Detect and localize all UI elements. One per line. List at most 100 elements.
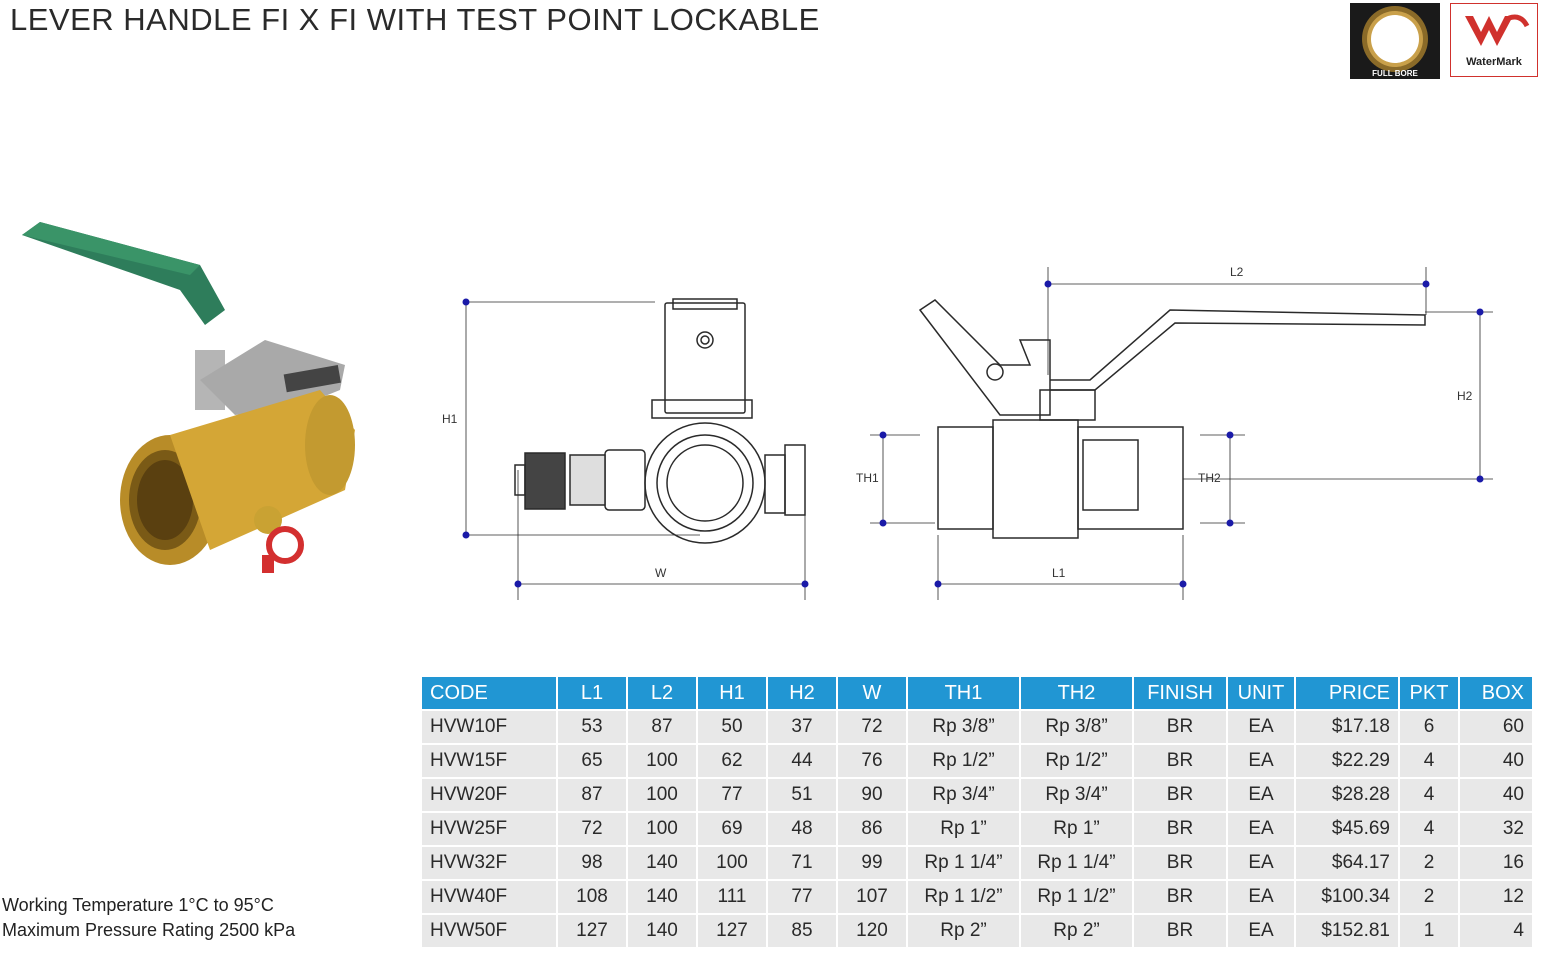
table-row: HVW50F 127 140 127 85 120 Rp 2” Rp 2” BR… (422, 915, 1532, 949)
col-header-th2: TH2 (1021, 677, 1132, 711)
working-temperature: Working Temperature 1°C to 95°C (2, 895, 274, 915)
cell-th1: Rp 1/2” (908, 745, 1019, 779)
cell-l2: 140 (628, 915, 696, 949)
dim-label-h1: H1 (442, 412, 458, 426)
cell-h1: 50 (698, 711, 766, 745)
full-bore-label: FULL BORE (1372, 69, 1418, 78)
cell-pkt: 4 (1400, 745, 1458, 779)
cell-l2: 100 (628, 745, 696, 779)
cell-box: 4 (1460, 915, 1532, 949)
dim-label-l2: L2 (1230, 265, 1244, 279)
page-title: LEVER HANDLE FI X FI WITH TEST POINT LOC… (10, 2, 820, 37)
cell-pkt: 4 (1400, 779, 1458, 813)
cell-pkt: 4 (1400, 813, 1458, 847)
cell-th1: Rp 1 1/2” (908, 881, 1019, 915)
col-header-price: PRICE (1296, 677, 1398, 711)
cell-finish: BR (1134, 813, 1226, 847)
cell-l1: 53 (558, 711, 626, 745)
cell-finish: BR (1134, 745, 1226, 779)
cell-box: 40 (1460, 745, 1532, 779)
watermark-logo: WaterMark (1450, 3, 1538, 77)
table-header-row: CODE L1 L2 H1 H2 W TH1 TH2 FINISH UNIT P… (422, 677, 1532, 711)
cell-l2: 100 (628, 813, 696, 847)
cell-box: 40 (1460, 779, 1532, 813)
dim-label-h2: H2 (1457, 389, 1473, 403)
cell-l1: 98 (558, 847, 626, 881)
cell-code: HVW40F (422, 881, 556, 915)
cell-h2: 71 (768, 847, 836, 881)
cell-price: $28.28 (1296, 779, 1398, 813)
cell-code: HVW50F (422, 915, 556, 949)
cell-finish: BR (1134, 915, 1226, 949)
product-photo (0, 200, 370, 590)
dim-label-w: W (655, 566, 667, 580)
col-header-l1: L1 (558, 677, 626, 711)
cell-price: $45.69 (1296, 813, 1398, 847)
dim-label-l1: L1 (1052, 566, 1066, 580)
cell-unit: EA (1228, 813, 1294, 847)
cell-finish: BR (1134, 881, 1226, 915)
cell-h1: 69 (698, 813, 766, 847)
cell-l1: 87 (558, 779, 626, 813)
col-header-th1: TH1 (908, 677, 1019, 711)
cell-h1: 77 (698, 779, 766, 813)
cell-w: 86 (838, 813, 906, 847)
cell-price: $22.29 (1296, 745, 1398, 779)
cell-th1: Rp 3/4” (908, 779, 1019, 813)
cell-h2: 44 (768, 745, 836, 779)
technical-drawing: H1 W L2 H2 TH1 TH2 L1 (430, 255, 1520, 615)
cell-code: HVW10F (422, 711, 556, 745)
col-header-finish: FINISH (1134, 677, 1226, 711)
cell-h2: 77 (768, 881, 836, 915)
cell-l1: 65 (558, 745, 626, 779)
cell-h1: 100 (698, 847, 766, 881)
cell-pkt: 2 (1400, 881, 1458, 915)
cell-h2: 37 (768, 711, 836, 745)
cell-finish: BR (1134, 779, 1226, 813)
dim-label-th2: TH2 (1198, 471, 1221, 485)
col-header-unit: UNIT (1228, 677, 1294, 711)
cell-box: 60 (1460, 711, 1532, 745)
cell-th2: Rp 3/4” (1021, 779, 1132, 813)
cell-w: 72 (838, 711, 906, 745)
cell-th2: Rp 2” (1021, 915, 1132, 949)
maximum-pressure: Maximum Pressure Rating 2500 kPa (2, 920, 296, 940)
watermark-icon (1465, 14, 1530, 46)
cell-th1: Rp 2” (908, 915, 1019, 949)
cell-h1: 111 (698, 881, 766, 915)
cell-unit: EA (1228, 711, 1294, 745)
cell-l1: 127 (558, 915, 626, 949)
cell-pkt: 2 (1400, 847, 1458, 881)
col-header-box: BOX (1460, 677, 1532, 711)
table-row: HVW25F 72 100 69 48 86 Rp 1” Rp 1” BR EA… (422, 813, 1532, 847)
cell-code: HVW25F (422, 813, 556, 847)
cell-code: HVW20F (422, 779, 556, 813)
cell-th1: Rp 1” (908, 813, 1019, 847)
cell-code: HVW32F (422, 847, 556, 881)
cell-l2: 140 (628, 847, 696, 881)
cell-th2: Rp 1/2” (1021, 745, 1132, 779)
col-header-h1: H1 (698, 677, 766, 711)
cell-price: $17.18 (1296, 711, 1398, 745)
cell-th1: Rp 1 1/4” (908, 847, 1019, 881)
cell-w: 99 (838, 847, 906, 881)
cell-finish: BR (1134, 847, 1226, 881)
cell-price: $100.34 (1296, 881, 1398, 915)
table-row: HVW40F 108 140 111 77 107 Rp 1 1/2” Rp 1… (422, 881, 1532, 915)
cell-h1: 127 (698, 915, 766, 949)
cell-unit: EA (1228, 779, 1294, 813)
cell-th2: Rp 3/8” (1021, 711, 1132, 745)
col-header-h2: H2 (768, 677, 836, 711)
table-row: HVW20F 87 100 77 51 90 Rp 3/4” Rp 3/4” B… (422, 779, 1532, 813)
cell-th2: Rp 1 1/2” (1021, 881, 1132, 915)
cell-h2: 51 (768, 779, 836, 813)
table-row: HVW32F 98 140 100 71 99 Rp 1 1/4” Rp 1 1… (422, 847, 1532, 881)
product-table: CODE L1 L2 H1 H2 W TH1 TH2 FINISH UNIT P… (420, 677, 1534, 949)
table-row: HVW15F 65 100 62 44 76 Rp 1/2” Rp 1/2” B… (422, 745, 1532, 779)
cell-l2: 100 (628, 779, 696, 813)
cell-unit: EA (1228, 745, 1294, 779)
cell-box: 16 (1460, 847, 1532, 881)
cell-unit: EA (1228, 847, 1294, 881)
cell-l1: 108 (558, 881, 626, 915)
cell-th1: Rp 3/8” (908, 711, 1019, 745)
